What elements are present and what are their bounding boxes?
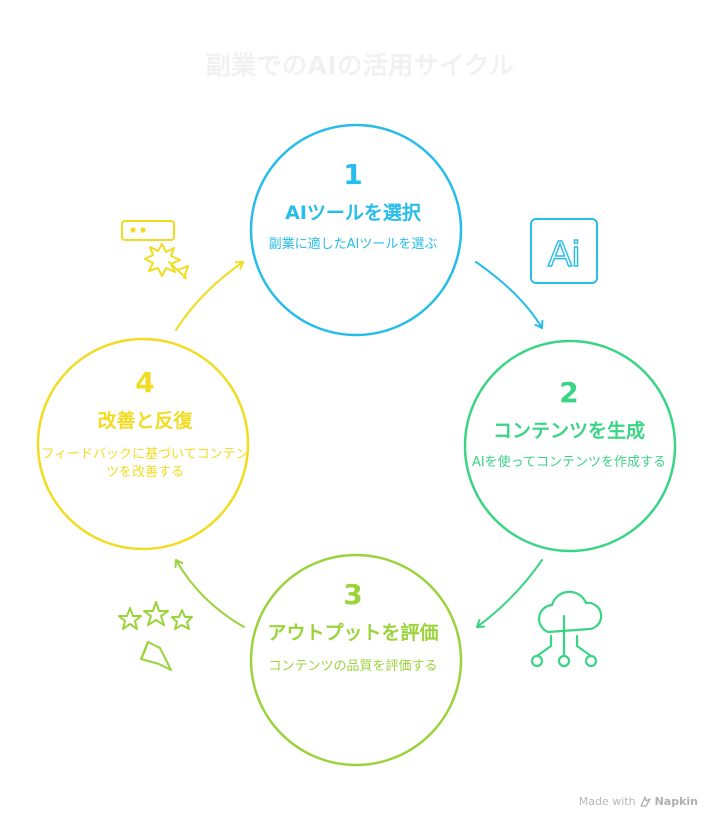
step-3-heading: アウトプットを評価	[267, 622, 439, 644]
arrow-1-to-2	[475, 261, 544, 329]
step-4-circle	[36, 337, 250, 551]
step-1-number: 1	[343, 158, 363, 191]
napkin-brand: Napkin	[654, 795, 698, 808]
step-1-heading: AIツールを選択	[285, 202, 421, 224]
step-2-circle	[463, 339, 677, 553]
step-1-circle	[249, 123, 463, 337]
step-1: 1 AIツールを選択 副業に適したAIツールを選ぶ	[248, 158, 458, 254]
step-4: 4 改善と反復 フィードバックに基づいてコンテンツを改善する	[40, 366, 250, 482]
step-2-description: AIを使ってコンテンツを作成する	[471, 455, 667, 470]
arrow-2-to-3	[476, 559, 543, 628]
step-4-heading: 改善と反復	[97, 410, 193, 432]
napkin-logo-icon	[639, 796, 651, 807]
step-1-description: 副業に適したAIツールを選ぶ	[268, 237, 438, 252]
step-2: 2 コンテンツを生成 AIを使ってコンテンツを作成する	[464, 376, 674, 472]
step-4-description: フィードバックに基づいてコンテンツを改善する	[41, 447, 249, 480]
step-3-circle	[249, 553, 463, 767]
step-3-description: コンテンツの品質を評価する	[268, 659, 438, 674]
feedback-click-icon	[121, 220, 189, 279]
cloud-network-icon	[530, 590, 603, 668]
svg-text:Ai: Ai	[548, 233, 580, 274]
diagram-title: 副業でのAIの活用サイクル	[205, 51, 515, 80]
made-with-label: Made with	[578, 795, 636, 808]
step-2-number: 2	[559, 376, 579, 409]
arrow-4-to-1	[175, 261, 244, 331]
arrow-3-to-4	[174, 559, 245, 628]
step-2-heading: コンテンツを生成	[492, 420, 645, 442]
step-3: 3 アウトプットを評価 コンテンツの品質を評価する	[248, 578, 458, 676]
ai-badge-icon: Ai	[530, 218, 598, 284]
stars-rating-icon	[118, 601, 193, 671]
watermark: Made with Napkin	[579, 795, 698, 808]
step-4-number: 4	[135, 366, 155, 399]
step-3-number: 3	[343, 578, 363, 611]
